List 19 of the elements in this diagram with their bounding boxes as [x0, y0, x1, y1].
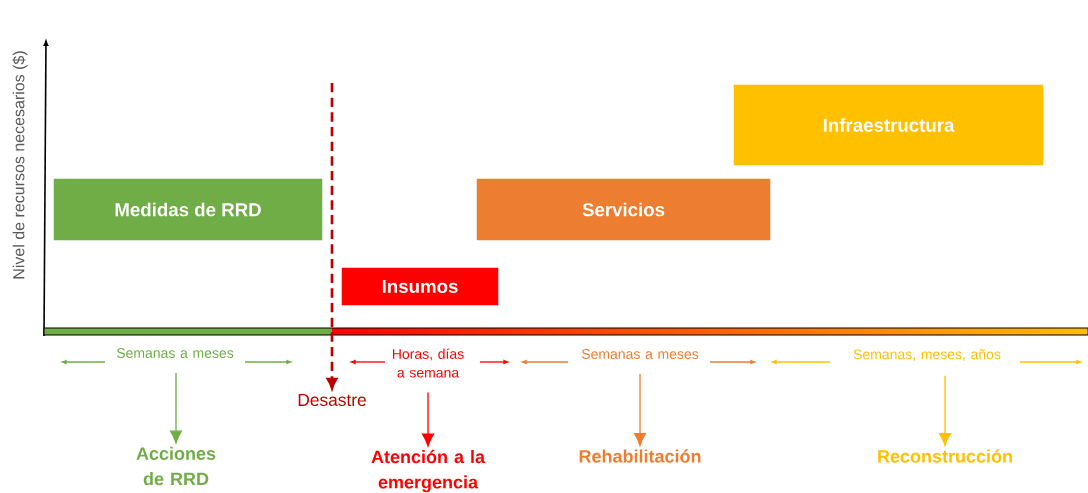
arrow [326, 83, 338, 390]
arrow [169, 372, 183, 444]
arrow [633, 373, 647, 447]
duration-text: Semanas a meses [581, 349, 699, 359]
phase-box: Insumos [341, 267, 499, 306]
duration-text: Semanas, meses, años [853, 349, 1001, 361]
phase-box: Infraestructura [733, 84, 1044, 166]
phase-name: Reconstrucción [878, 449, 1012, 463]
arrow [421, 391, 435, 447]
arrow [938, 375, 952, 447]
duration-text: Semanas a meses [116, 348, 234, 358]
phase-box: Medidas de RRD [53, 178, 323, 241]
duration-text: Horas, días a semana [392, 348, 464, 378]
phase-name: Acciones de RRD [136, 446, 216, 486]
phase-name: Atención a la emergencia [371, 449, 486, 493]
axis-label: Nivel de recursos necesarios ($) [12, 51, 28, 279]
phase-box: Servicios [476, 178, 771, 241]
event-label: Desastre [298, 393, 366, 407]
phase-name: Rehabilitación [579, 449, 701, 463]
